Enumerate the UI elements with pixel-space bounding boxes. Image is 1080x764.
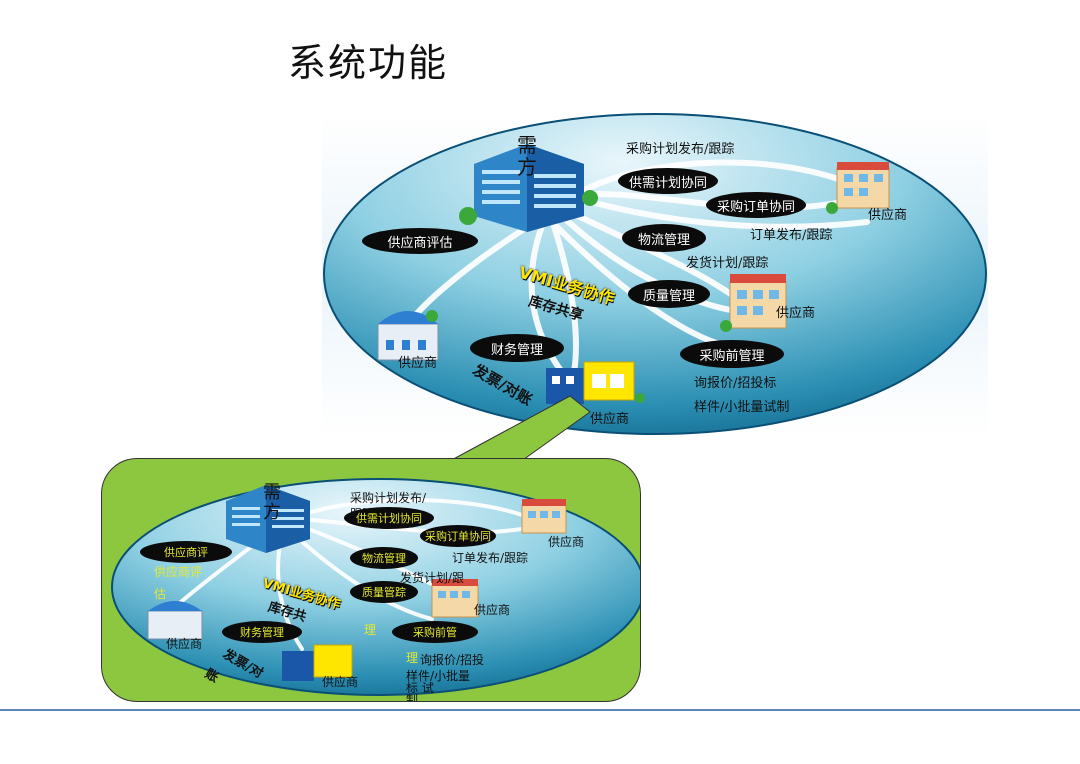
- supplier-building-icon: [431, 579, 479, 618]
- inset-supplier-label-1: 供应商: [548, 535, 585, 549]
- node-demand-plan: 供需计划协同: [618, 168, 718, 194]
- inset-node-finance: 财务管理: [222, 621, 302, 643]
- bottom-rule: [0, 709, 1080, 711]
- node-quality: 质量管理: [628, 280, 710, 308]
- label-order-publish: 订单发布/跟踪: [750, 228, 833, 243]
- inset-label-sample-c: 制: [406, 693, 419, 702]
- node-pre-purchase: 采购前管理: [680, 340, 784, 368]
- inset-label-inquiry: 询报价/招投: [420, 653, 485, 667]
- supplier-building-icon: [546, 361, 645, 404]
- inset-label-supplier-eval-b: 估: [154, 587, 167, 601]
- inset-label-quality-b: 理: [364, 623, 377, 637]
- inset-label-order-publish: 订单发布/跟踪: [452, 551, 529, 565]
- supplier-building-icon: [282, 644, 353, 681]
- node-finance: 财务管理: [470, 334, 564, 362]
- supplier-building-icon: [826, 162, 890, 214]
- demand-building-icon: [459, 144, 598, 232]
- inset-demand-side-label: 需方: [263, 482, 281, 523]
- supplier-building-icon: [377, 310, 439, 361]
- supplier-label-2: 供应商: [776, 306, 816, 321]
- inset-supplier-label-2: 供应商: [474, 603, 511, 617]
- node-logistics: 物流管理: [622, 224, 706, 252]
- inset-label-sample-b: 标 试: [406, 681, 434, 695]
- node-supplier-eval: 供应商评估: [362, 228, 478, 254]
- supplier-building-icon: [147, 601, 203, 640]
- inset-node-logistics: 物流管理: [350, 547, 418, 569]
- inset-panel: 需方 采购计划发布/ 跟踪 供需计划协同 采购订单协同 供应商 供应商评 物流管…: [101, 458, 641, 702]
- inset-supplier-label-3: 供应商: [166, 637, 203, 651]
- label-inquiry: 询报价/招投标: [694, 376, 777, 391]
- demand-side-label: 需方: [517, 133, 537, 179]
- page-title: 系统功能: [288, 41, 449, 85]
- demand-building-icon: [226, 485, 310, 553]
- supplier-label-4: 供应商: [590, 412, 630, 427]
- inset-node-supplier-eval: 供应商评: [140, 541, 232, 563]
- label-sample: 样件/小批量试制: [694, 400, 790, 415]
- supplier-label-1: 供应商: [868, 208, 908, 223]
- main-diagram-graphic: [322, 112, 988, 436]
- supplier-label-3: 供应商: [398, 356, 438, 371]
- inset-node-order-collab: 采购订单协同: [420, 525, 496, 547]
- inset-supplier-label-4: 供应商: [322, 675, 359, 689]
- node-order-collab: 采购订单协同: [706, 192, 806, 218]
- inset-label-pre-purchase-b: 理: [406, 651, 419, 665]
- supplier-building-icon: [521, 499, 567, 534]
- inset-label-delivery-plan: 发货计划/跟: [400, 571, 465, 585]
- inset-node-quality: 质量管踪: [350, 581, 418, 603]
- inset-label-plan-publish-a: 采购计划发布/: [350, 491, 427, 505]
- inset-node-pre-purchase: 采购前管: [392, 621, 478, 643]
- inset-label-supplier-eval-a: 供应商评: [154, 565, 203, 579]
- supplier-building-icon: [720, 274, 787, 332]
- inset-label-sample: 样件/小批量: [406, 669, 471, 683]
- main-diagram: 需方 采购计划发布/跟踪 供需计划协同 采购订单协同 供应商 订单发布/跟踪 供…: [322, 112, 988, 436]
- label-delivery-plan: 发货计划/跟踪: [686, 256, 769, 271]
- label-plan-publish: 采购计划发布/跟踪: [626, 142, 735, 157]
- inset-node-demand-plan: 供需计划协同: [344, 507, 434, 529]
